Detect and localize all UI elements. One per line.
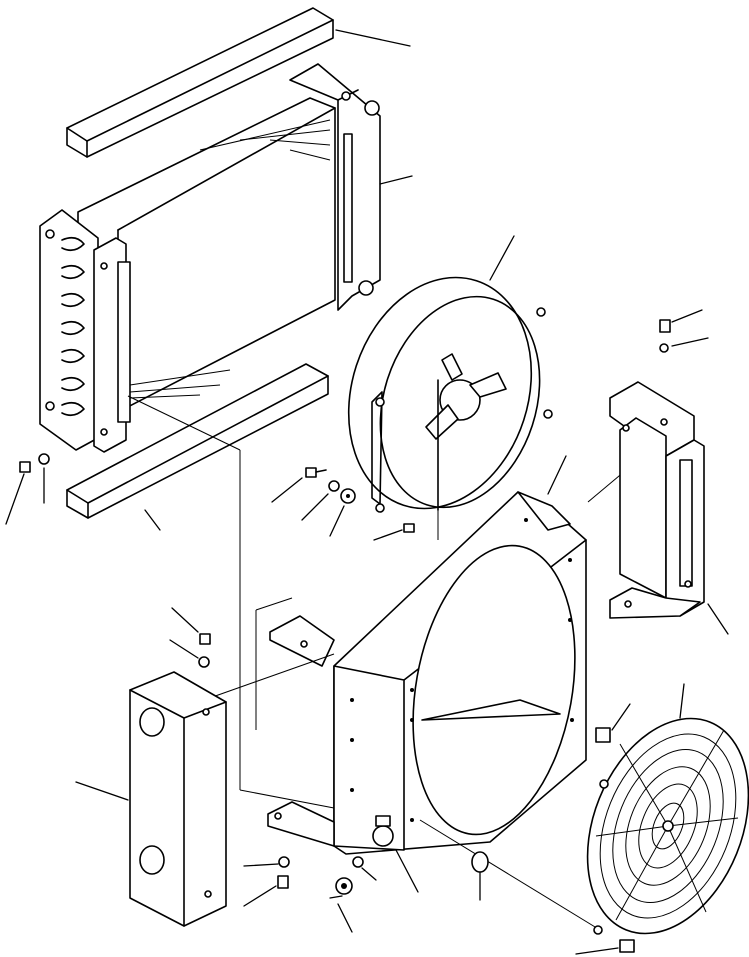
washer xyxy=(659,337,709,353)
washer xyxy=(38,453,50,504)
leader-line xyxy=(489,235,515,281)
bolt xyxy=(595,703,631,743)
nut xyxy=(329,877,353,933)
leader-line xyxy=(679,683,685,719)
washer xyxy=(329,488,356,537)
nut xyxy=(373,523,415,541)
leader-line xyxy=(547,455,567,495)
right-mounting-bracket xyxy=(609,381,705,619)
left-side-cover xyxy=(129,671,227,927)
leader-line xyxy=(75,781,129,801)
bottom-seal-strip xyxy=(66,363,329,519)
bolt xyxy=(575,939,635,955)
washer xyxy=(169,639,210,668)
nut xyxy=(471,851,489,901)
leader-line xyxy=(144,509,161,531)
fan-guard xyxy=(586,717,749,935)
bolt xyxy=(271,467,327,503)
bolt xyxy=(5,461,31,525)
leader-line xyxy=(335,29,411,47)
bolt xyxy=(171,607,211,645)
side-bracket xyxy=(289,63,381,311)
washer xyxy=(301,480,340,521)
washer xyxy=(352,856,377,881)
leader-line xyxy=(395,849,419,893)
leader-line xyxy=(707,603,729,635)
fan-shroud xyxy=(267,491,587,855)
bolt xyxy=(659,309,703,333)
leader-line xyxy=(379,175,413,185)
washer xyxy=(243,856,290,868)
radiator-core xyxy=(39,97,336,453)
fan-assembly xyxy=(347,276,553,513)
top-seal-strip xyxy=(66,7,334,158)
bolt xyxy=(243,875,289,907)
